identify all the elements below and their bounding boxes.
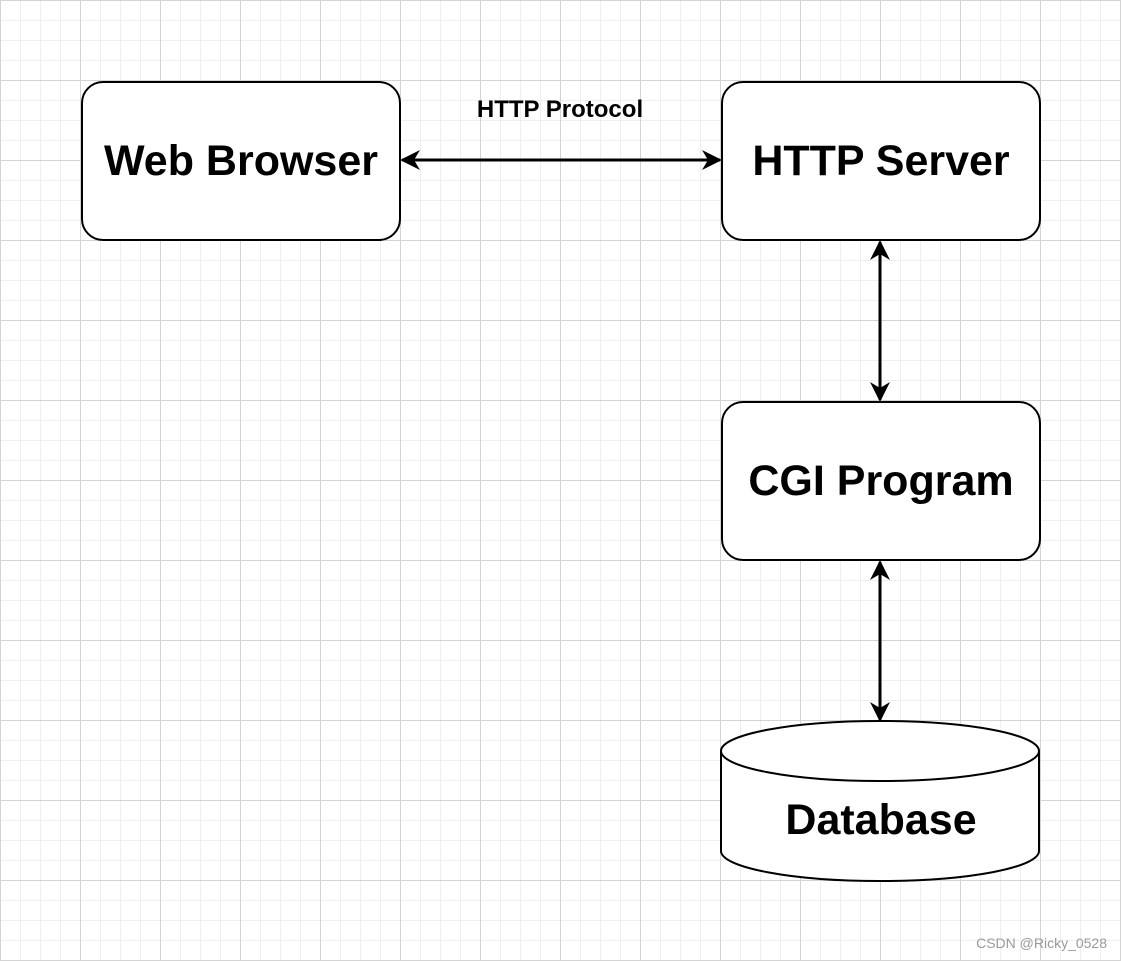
cgi-program-node: CGI Program: [721, 401, 1041, 561]
watermark: CSDN @Ricky_0528: [976, 935, 1107, 951]
web-browser-label: Web Browser: [104, 136, 378, 185]
web-browser-node: Web Browser: [81, 81, 401, 241]
http-protocol-label: HTTP Protocol: [476, 96, 644, 123]
database-label: Database: [785, 796, 977, 844]
http-server-node: HTTP Server: [721, 81, 1041, 241]
database-cylinder: [720, 720, 1040, 882]
http-server-label: HTTP Server: [752, 136, 1010, 185]
cgi-program-label: CGI Program: [748, 456, 1014, 505]
